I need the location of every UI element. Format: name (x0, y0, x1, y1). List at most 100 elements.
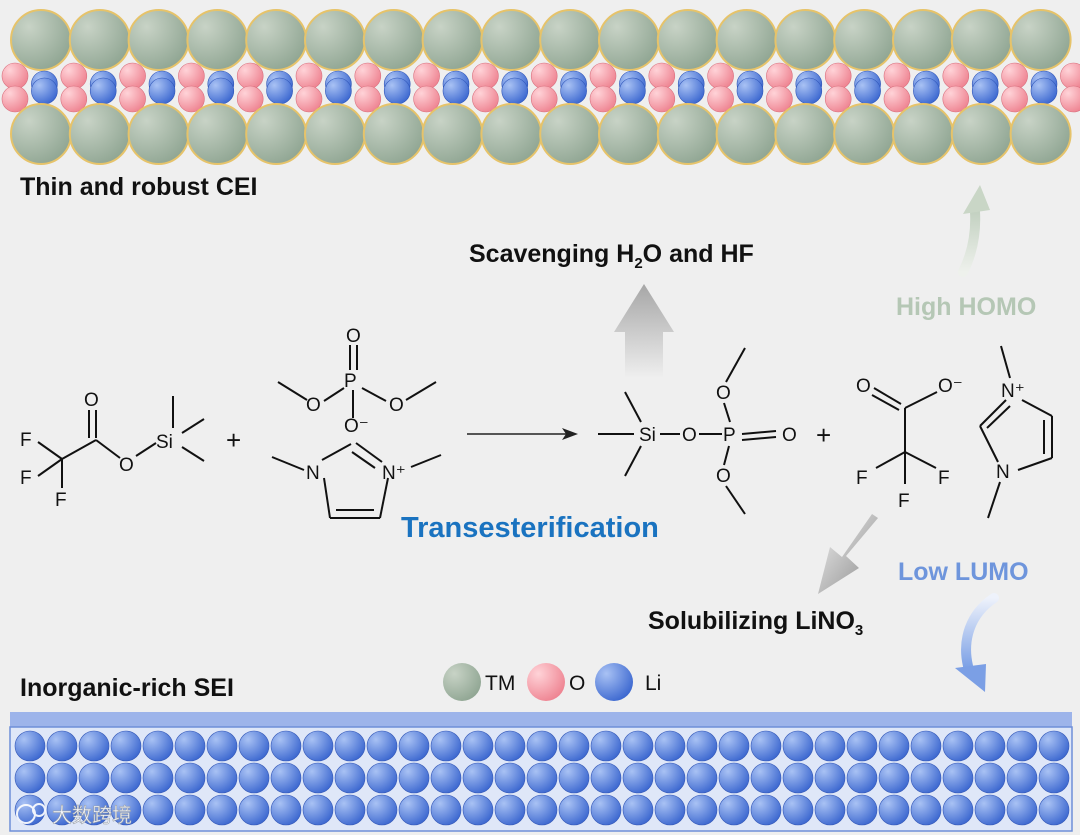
legend-li-swatch (595, 663, 633, 701)
cei-o-ion (648, 85, 676, 113)
p1-o-top: O (716, 383, 731, 404)
sei-label: Inorganic-rich SEI (20, 674, 234, 702)
cei-o-ion (530, 62, 558, 90)
m1-f1: F (20, 430, 32, 451)
sei-li-sphere (526, 762, 558, 794)
m2-n1: N (306, 463, 320, 484)
cei-o-ion (236, 62, 264, 90)
cei-tm-sphere (598, 9, 660, 71)
cei-tm-sphere (950, 9, 1013, 71)
cei-tm-sphere (10, 9, 72, 71)
cei-li-ion (560, 77, 587, 105)
legend-o-swatch (527, 663, 565, 701)
cei-o-ion (413, 85, 440, 113)
sei-li-sphere (14, 730, 46, 762)
cei-o-ion (589, 62, 617, 90)
cei-o-ion (472, 85, 499, 113)
cei-o-ion (295, 62, 323, 90)
cei-o-ion (707, 62, 734, 90)
sei-li-sphere (334, 762, 366, 794)
p2-o-minus: O⁻ (938, 376, 963, 397)
sei-li-sphere (270, 730, 302, 762)
cei-li-ion (89, 77, 117, 105)
sei-li-sphere (558, 794, 590, 826)
sei-li-sphere (942, 794, 974, 826)
legend-tm-swatch (443, 663, 481, 701)
sei-li-sphere (782, 730, 814, 762)
cei-o-ion (648, 62, 676, 90)
cei-label: Thin and robust CEI (20, 173, 258, 201)
sei-li-sphere (142, 794, 174, 826)
cei-li-ion (795, 77, 823, 105)
cei-tm-sphere (68, 9, 131, 71)
sei-li-sphere (238, 794, 270, 826)
plus-2: + (816, 420, 831, 450)
sei-li-sphere (46, 730, 78, 762)
sei-li-sphere (878, 794, 910, 826)
cei-tm-sphere (421, 103, 484, 165)
cei-tm-sphere (480, 9, 543, 71)
sei-li-sphere (782, 762, 814, 794)
cei-tm-sphere (656, 103, 719, 165)
cei-tm-sphere (421, 9, 484, 71)
cei-li-ion (383, 77, 411, 105)
sei-li-sphere (110, 730, 142, 762)
cei-li-ion (1030, 77, 1058, 105)
cei-o-ion (354, 62, 382, 90)
sei-li-sphere (174, 762, 206, 794)
molecule-imidazolium-cation (979, 345, 1053, 519)
cei-li-ion (148, 77, 176, 105)
p1-si: Si (639, 425, 656, 446)
sei-li-sphere (910, 762, 942, 794)
sei-li-sphere (622, 730, 654, 762)
sei-li-sphere (1006, 794, 1038, 826)
p2-f1: F (856, 468, 868, 489)
cei-o-ion (766, 62, 793, 90)
plus-1: + (226, 425, 241, 455)
sei-li-sphere (558, 762, 590, 794)
legend-li-label: Li (645, 672, 661, 695)
molecule-phosphate-imidazolium (271, 345, 442, 519)
legend-tm-label: TM (485, 672, 515, 695)
sei-li-sphere (174, 730, 206, 762)
cei-tm-sphere (127, 103, 190, 165)
sei-li-sphere (526, 730, 558, 762)
sei-li-sphere (750, 794, 782, 826)
sei-li-sphere (494, 730, 526, 762)
cei-tm-row-bottom (10, 103, 1072, 165)
cei-tm-sphere (1009, 103, 1072, 165)
p3-n: N (996, 462, 1010, 483)
sei-li-sphere (302, 794, 334, 826)
p2-f3: F (898, 491, 910, 512)
sei-li-sphere (974, 730, 1006, 762)
sei-li-sphere (238, 730, 270, 762)
low-lumo-arrow (961, 593, 999, 671)
cei-o-ion (824, 85, 852, 113)
sei-li-sphere (846, 794, 878, 826)
cei-tm-sphere (68, 103, 131, 165)
sei-li-sphere (398, 794, 430, 826)
cei-tm-sphere (362, 103, 425, 165)
cei-o-ion (883, 62, 911, 90)
cei-tm-sphere (186, 103, 249, 165)
sei-li-sphere (622, 762, 654, 794)
sei-li-sphere (942, 762, 974, 794)
sei-li-sphere (878, 730, 910, 762)
sei-li-sphere (654, 730, 686, 762)
sei-li-sphere (718, 762, 750, 794)
sei-li-sphere (110, 762, 142, 794)
cei-li-ion (971, 77, 999, 105)
sei-li-sphere (462, 762, 494, 794)
legend-o-label: O (569, 672, 585, 695)
m1-si: Si (156, 432, 173, 453)
sei-li-sphere (1006, 730, 1038, 762)
sei-li-sphere (270, 762, 302, 794)
sei-li-sphere (430, 730, 462, 762)
cei-tm-sphere (539, 9, 602, 71)
high-homo-arrowhead (963, 185, 990, 214)
sei-li-sphere (398, 762, 430, 794)
watermark-text: 大数跨境 (52, 804, 132, 827)
m1-f3: F (55, 490, 67, 511)
sei-li-sphere (590, 730, 622, 762)
sei-li-sphere (590, 794, 622, 826)
